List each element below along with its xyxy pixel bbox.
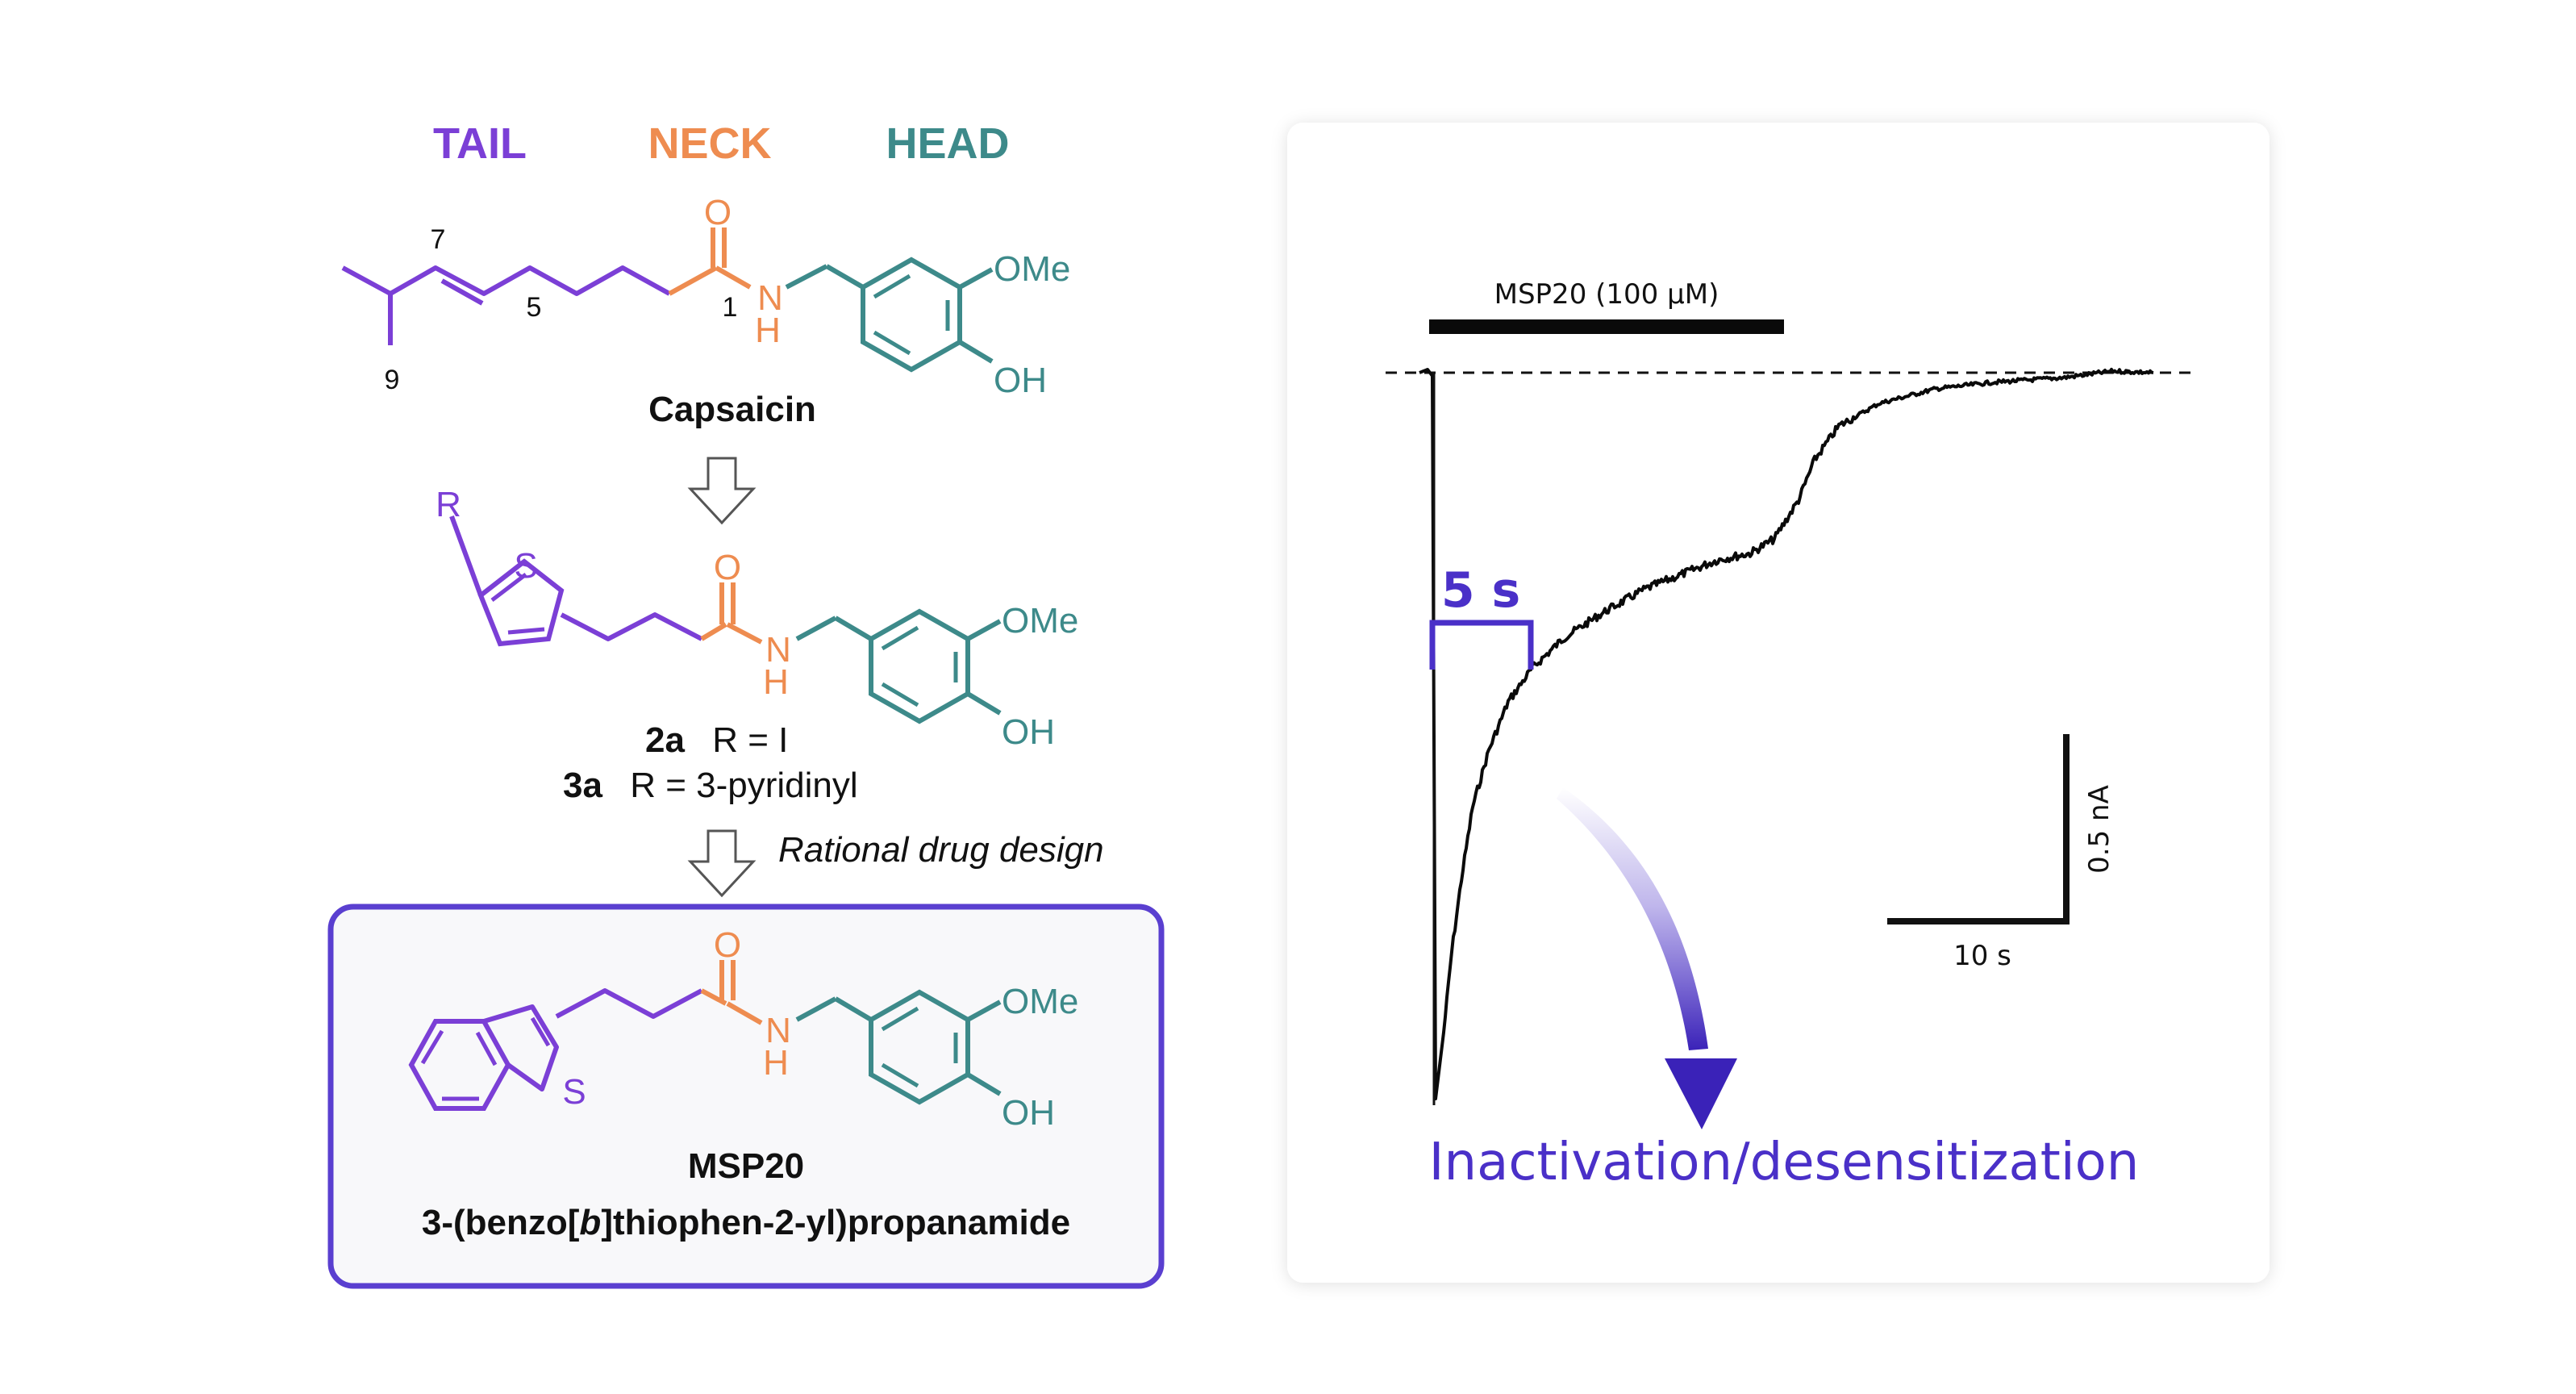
msp20-oh-bond <box>966 1072 1002 1096</box>
carbon-number-5: 5 <box>527 292 542 323</box>
stimulus-label: MSP20 (100 µM) <box>1494 278 1719 311</box>
msp20-ring-db1 <box>881 1006 919 1032</box>
msp20-thiophene-ring <box>483 1004 559 1091</box>
capsaicin-cn-bond <box>715 265 752 290</box>
analog-o: O <box>714 548 741 587</box>
analog-ring-db3 <box>881 682 919 707</box>
msp20-oh: OH <box>1002 1093 1055 1133</box>
region-label-neck: NECK <box>648 119 771 168</box>
msp20-ch2ring <box>834 996 873 1022</box>
down-arrow-icon <box>687 829 757 898</box>
scale-x-label: 10 s <box>1953 940 2011 972</box>
msp20-s-label: S <box>562 1072 586 1112</box>
down-arrow-icon <box>687 457 757 525</box>
stimulus-bar <box>1429 319 1784 334</box>
capsaicin-n: N <box>757 278 783 318</box>
msp20-n: N <box>765 1011 791 1050</box>
msp20-cn-bond <box>726 1001 763 1025</box>
msp20-benzene-db1 <box>420 1029 444 1065</box>
analog-cn-bond <box>726 622 763 645</box>
rational-design-label: Rational drug design <box>778 830 1104 870</box>
capsaicin-tail-chain <box>341 265 393 345</box>
capsaicin-ome: OMe <box>994 249 1070 289</box>
msp20-iupac-post: ]thiophen-2-yl)propanamide <box>601 1203 1070 1242</box>
msp20-ome-bond <box>966 1000 1002 1022</box>
capsaicin-ring-db1 <box>873 273 911 299</box>
analog-ome: OMe <box>1002 601 1078 641</box>
analog-2a-text: R = I <box>712 720 788 760</box>
interval-bracket <box>1429 620 1534 670</box>
capsaicin-o: O <box>704 193 732 232</box>
capsaicin-structure: O N H OMe OH 7 5 1 9 <box>341 193 1070 400</box>
capsaicin-h: H <box>755 311 781 350</box>
carbon-number-1: 1 <box>723 292 738 323</box>
analog-neck-bond <box>700 622 727 641</box>
msp20-thiophene-db <box>530 1016 551 1047</box>
msp20-ome: OMe <box>1002 982 1078 1021</box>
analog-n: N <box>765 630 791 670</box>
msp20-nch2 <box>795 996 837 1022</box>
region-label-tail: TAIL <box>433 119 527 168</box>
capsaicin-neck-bond <box>668 265 718 296</box>
analog-structure: R S O N H OMe OH <box>436 485 1078 752</box>
interval-label: 5 s <box>1441 562 1520 619</box>
msp20-ring-db3 <box>881 1062 919 1088</box>
desensitization-arrowhead <box>1665 1058 1737 1129</box>
current-trace <box>1419 367 2154 1100</box>
analog-ch2ring <box>834 616 873 641</box>
msp20-structure: S O N H OMe OH <box>408 925 1078 1133</box>
msp20-benzene-db3 <box>475 1031 498 1066</box>
capsaicin-double-bond <box>440 278 484 306</box>
analog-oh: OH <box>1002 712 1055 752</box>
capsaicin-ring <box>861 257 962 373</box>
analog-ring <box>869 608 970 724</box>
analog-3a-id: 3a <box>563 766 602 805</box>
msp20-iupac-pre: 3-(benzo[ <box>422 1203 580 1242</box>
region-label-head: HEAD <box>886 119 1009 168</box>
analog-ring-db1 <box>881 625 919 651</box>
msp20-name: MSP20 <box>688 1146 804 1186</box>
capsaicin-ring-db3 <box>873 330 911 356</box>
analog-oh-bond <box>966 691 1002 716</box>
analog-line-2a: 2a R = I <box>645 720 788 760</box>
analog-thiophene-db1 <box>490 573 527 602</box>
trace-panel <box>1287 123 2270 1283</box>
msp20-highlight-box <box>327 904 1165 1289</box>
carbon-number-9: 9 <box>385 365 400 395</box>
analog-thiophene-db2 <box>507 627 545 635</box>
effect-label: Inactivation/desensitization <box>1429 1133 2140 1192</box>
analog-2a-id: 2a <box>645 720 685 760</box>
analog-h: H <box>763 662 789 702</box>
analog-nch2 <box>795 616 837 641</box>
analog-line-3a: 3a R = 3-pyridinyl <box>563 766 858 805</box>
desensitization-arrow <box>1557 787 1708 1050</box>
msp20-h: H <box>763 1043 789 1083</box>
analog-ome-bond <box>966 619 1002 641</box>
msp20-iupac-italic: b <box>579 1203 601 1242</box>
analog-r-label: R <box>436 485 461 524</box>
capsaicin-nch2 <box>785 264 828 290</box>
msp20-iupac: 3-(benzo[b]thiophen-2-yl)propanamide <box>422 1203 1070 1242</box>
analog-3a-text: R = 3-pyridinyl <box>630 766 857 805</box>
scale-bar <box>1887 734 2070 924</box>
msp20-neck-bond <box>700 988 727 1006</box>
scale-y-label: 0.5 nA <box>2083 785 2115 874</box>
carbon-number-7: 7 <box>431 224 446 255</box>
msp20-linker <box>555 988 703 1019</box>
capsaicin-oh: OH <box>994 361 1047 400</box>
capsaicin-ome-bond <box>958 267 994 290</box>
capsaicin-oh-bond <box>958 340 994 364</box>
analog-thiophene-ring <box>477 558 565 647</box>
capsaicin-tail-chain-2 <box>389 265 671 296</box>
analog-r-bond <box>449 515 483 597</box>
capsaicin-ch2ring <box>825 264 865 290</box>
analog-s-label: S <box>514 546 537 586</box>
msp20-o: O <box>714 925 741 965</box>
capsaicin-name: Capsaicin <box>648 390 816 429</box>
analog-linker <box>560 612 703 641</box>
